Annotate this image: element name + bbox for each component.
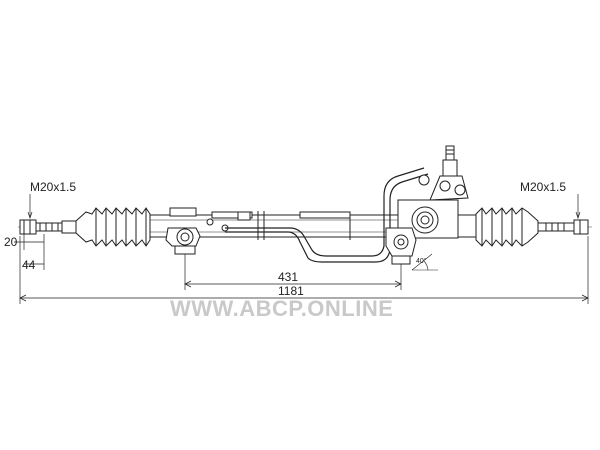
thread-spec-right: M20x1.5: [520, 180, 567, 194]
left-boot: [75, 207, 151, 247]
angle-indicator: [411, 253, 438, 271]
right-boot: [475, 207, 539, 247]
thread-spec-left: M20x1.5: [30, 180, 77, 194]
valve-body: [385, 145, 469, 265]
thread-leaders: [27, 194, 581, 220]
dimension-20: 20: [4, 235, 18, 249]
left-tie-rod: [19, 219, 77, 235]
hydraulic-lines: [225, 167, 429, 263]
watermark: WWW.ABCP.ONLINE: [170, 296, 394, 321]
right-tie-rod: [537, 219, 589, 235]
angle-label: 40°: [416, 258, 427, 265]
dimension-431: 431: [278, 270, 299, 284]
dimension-44: 44: [22, 258, 36, 272]
left-mount: [165, 227, 201, 255]
dimension-1181: 1181: [278, 284, 304, 298]
right-housing: [457, 214, 477, 238]
dimension-lines: [14, 226, 589, 304]
